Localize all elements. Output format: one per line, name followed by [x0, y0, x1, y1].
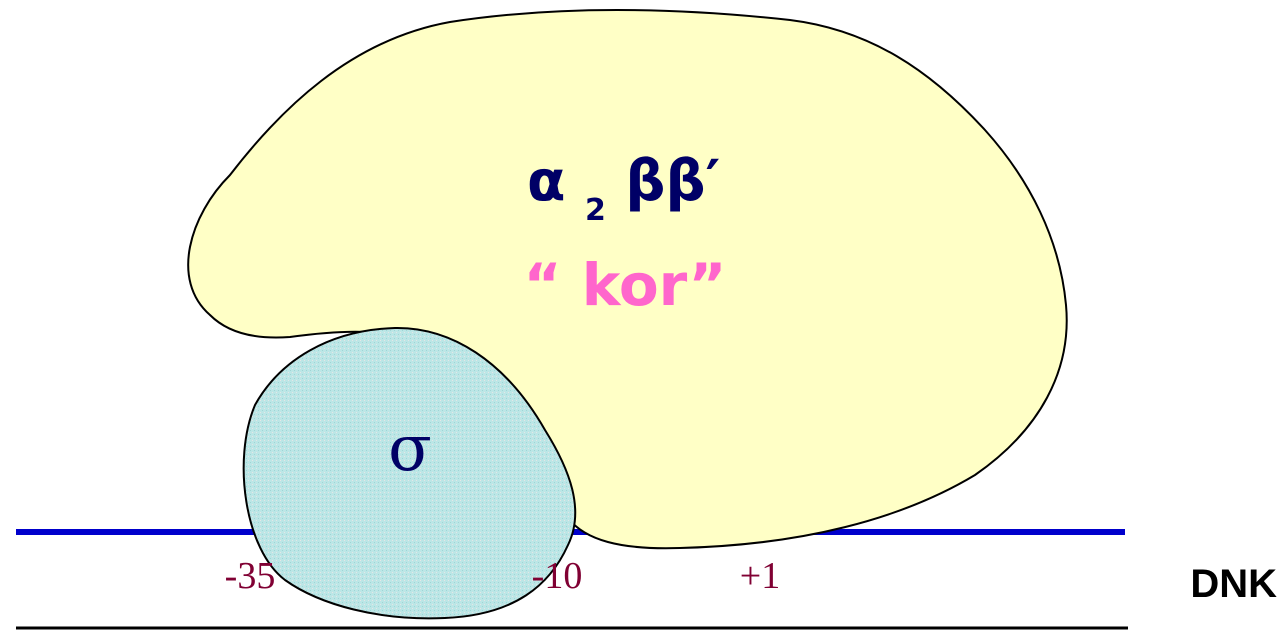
position-label-minus35: -35 [225, 555, 276, 597]
sigma-factor-shape [242, 326, 577, 620]
dna-label: DNK [1190, 562, 1277, 606]
core-subscript-text: 2 [585, 193, 606, 228]
position-label-plus1: +1 [740, 555, 780, 597]
core-enzyme-label: α 2 ββ′ [527, 149, 720, 234]
sigma-label: σ [388, 412, 432, 486]
core-beta-text: ββ′ [625, 149, 720, 214]
position-label-minus10: -10 [532, 555, 583, 597]
core-alpha-text: α [527, 149, 565, 214]
core-sublabel: “ kor” [524, 251, 727, 319]
